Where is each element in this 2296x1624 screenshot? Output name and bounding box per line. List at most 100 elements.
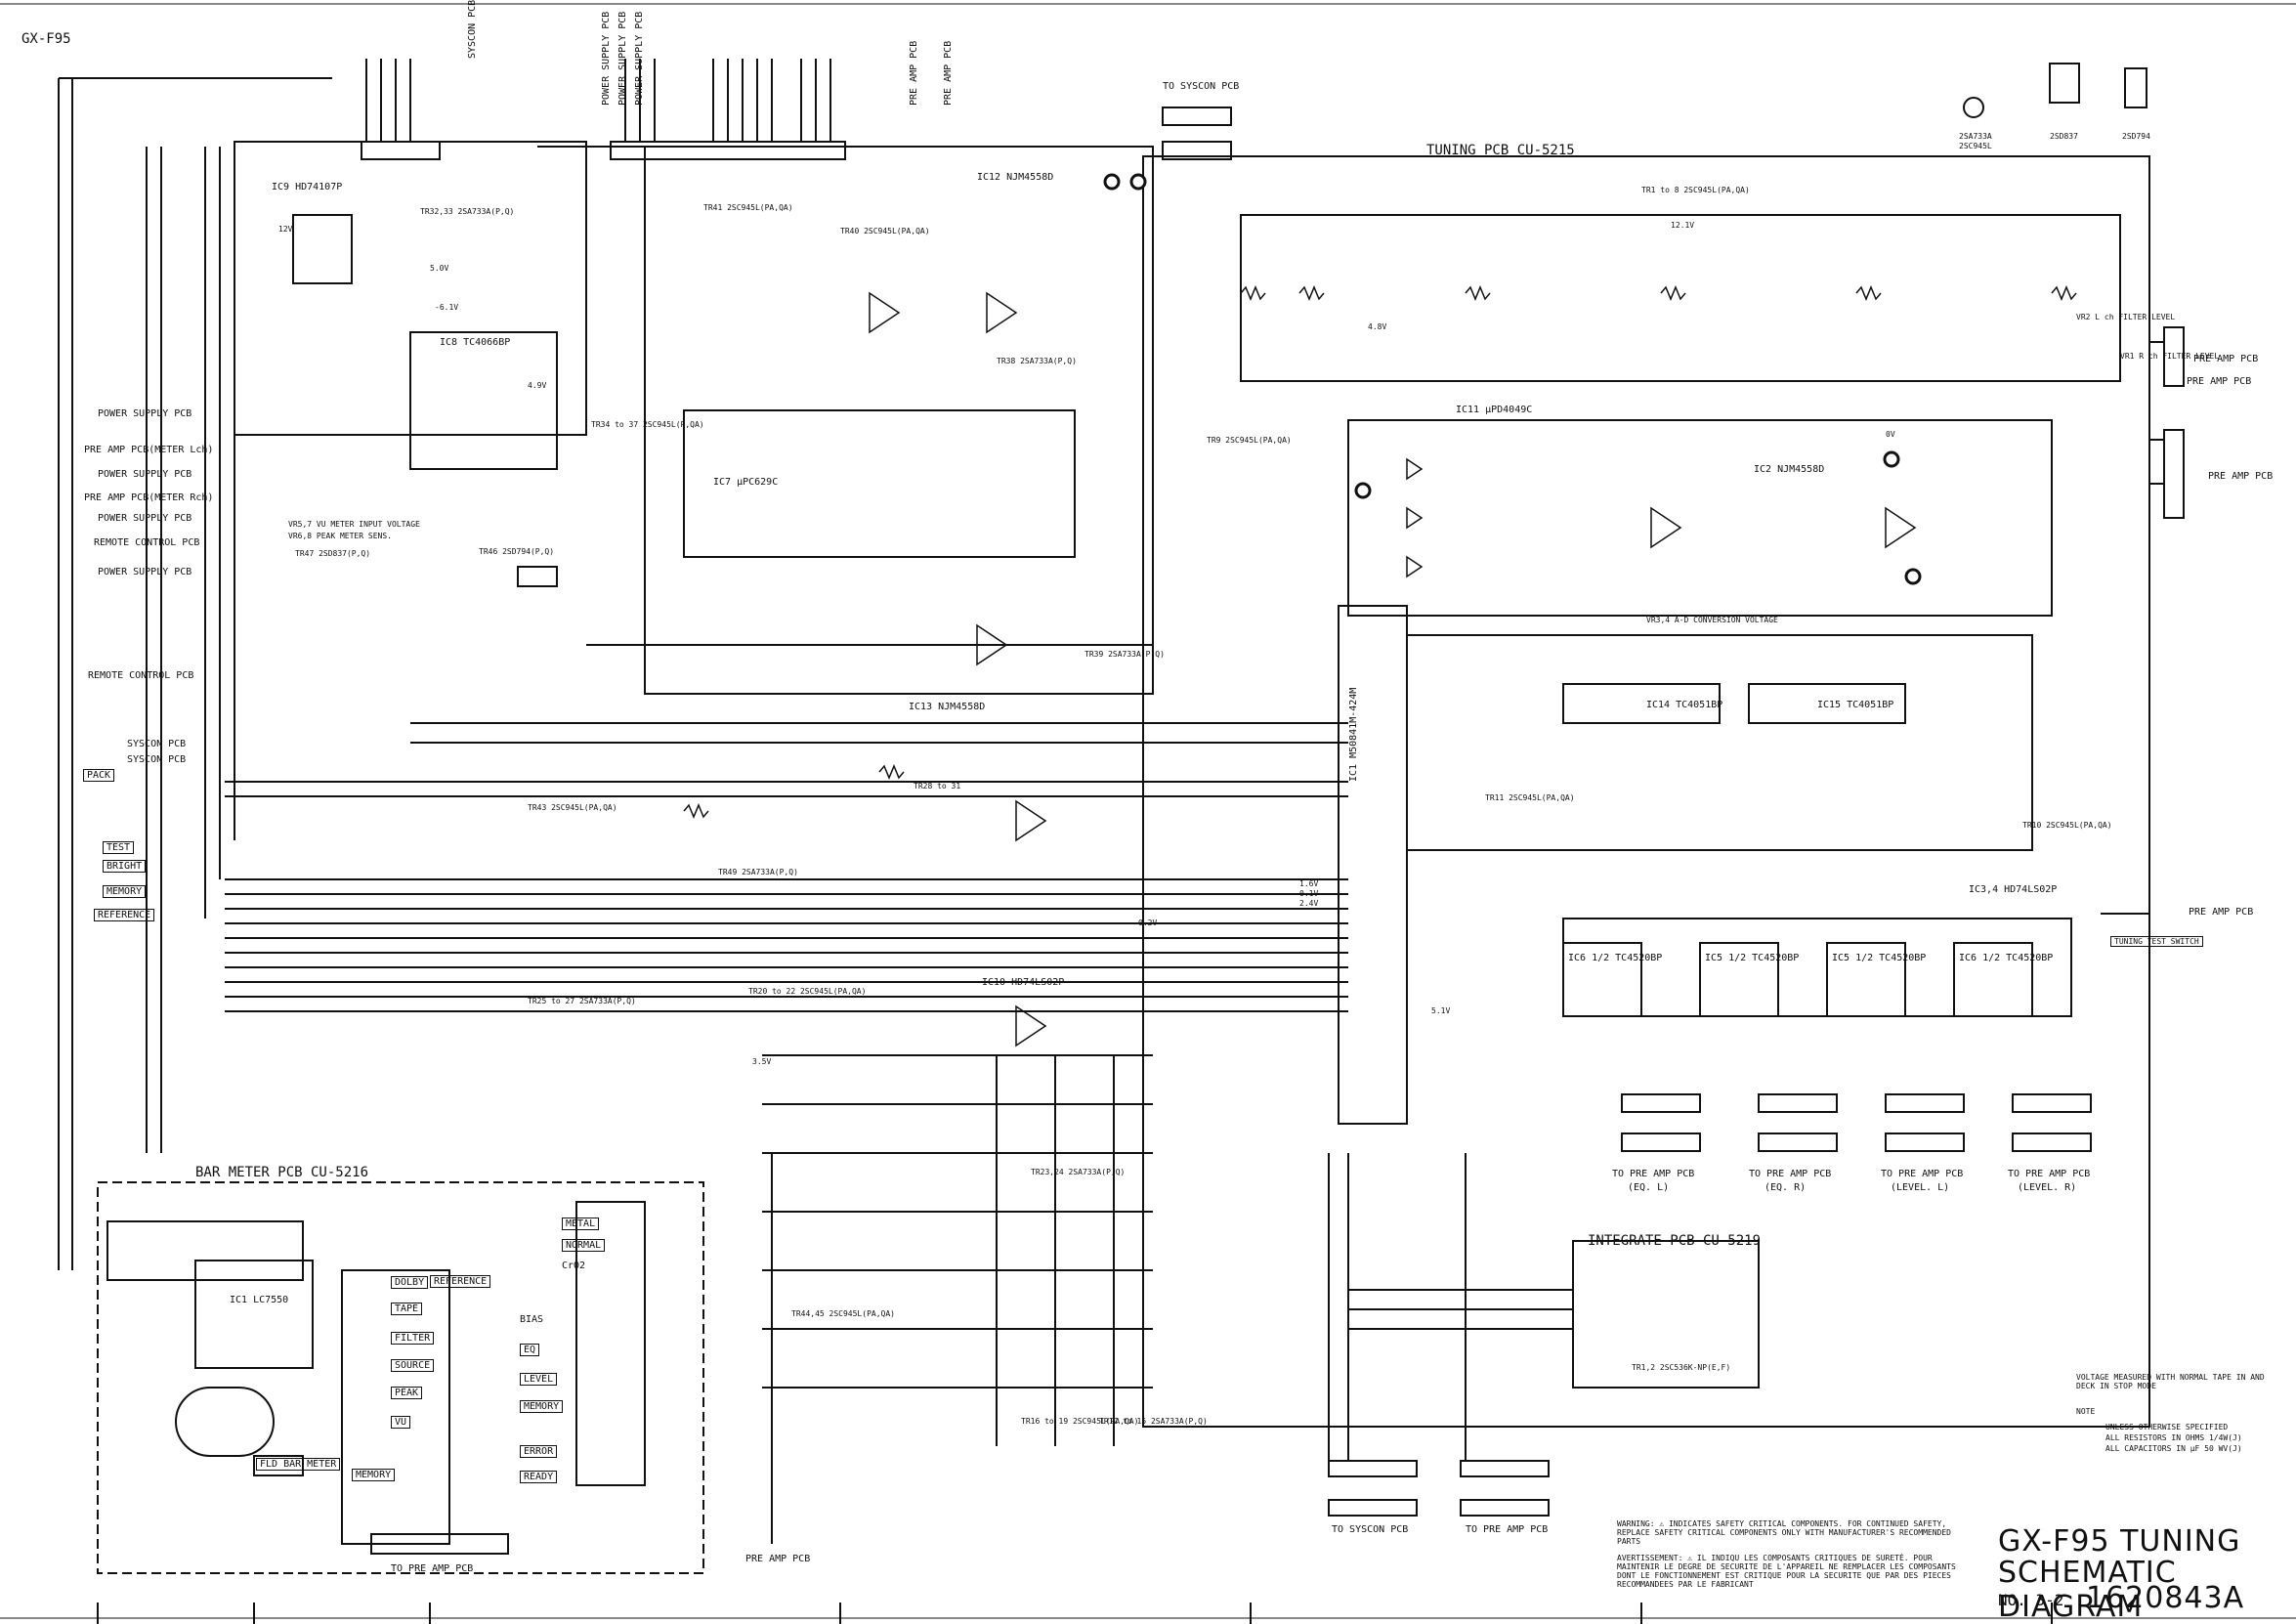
top-label: TO SYSCON PCB xyxy=(1163,81,1240,92)
voltage-label: 5.1V xyxy=(1431,1006,1451,1015)
voltage-label: 4.9V xyxy=(528,381,547,390)
package-label: 2SA733A xyxy=(1959,132,1992,141)
note-title: NOTE xyxy=(2076,1407,2096,1416)
top-label: POWER SUPPLY PCB xyxy=(634,11,645,106)
bottom-label: TO PRE AMP PCB xyxy=(391,1563,474,1574)
transistor-label: TR25 to 27 2SA733A(P,Q) xyxy=(528,997,636,1005)
indicator-label: SOURCE xyxy=(391,1359,435,1372)
top-label: PRE AMP PCB xyxy=(943,40,954,106)
indicator-label: PEAK xyxy=(391,1387,423,1399)
left-connector: REMOTE CONTROL PCB xyxy=(88,670,194,681)
bar-meter-pcb-title: BAR METER PCB CU-5216 xyxy=(195,1165,369,1180)
ic-label: IC3,4 HD74LS02P xyxy=(1969,884,2058,895)
vr-label: VR2 L ch FILTER LEVEL xyxy=(2076,313,2176,321)
top-label: PRE AMP PCB xyxy=(909,40,919,106)
transistor-label: TR10 2SC945L(PA,QA) xyxy=(2022,821,2112,830)
left-connector: SYSCON PCB xyxy=(127,754,187,765)
ic-label: IC11 μPD4049C xyxy=(1456,405,1533,415)
transistor-label: TR32,33 2SA733A(P,Q) xyxy=(420,207,515,216)
note-body: UNLESS OTHERWISE SPECIFIED xyxy=(2105,1423,2229,1432)
transistor-label: TR1 to 8 2SC945L(PA,QA) xyxy=(1641,186,1750,194)
voltage-label: 0.2V xyxy=(1138,919,1158,927)
ic-label: IC7 μPC629C xyxy=(713,477,779,488)
ic-label: IC2 NJM4558D xyxy=(1754,464,1825,475)
indicator-label: FLD BAR METER xyxy=(256,1458,341,1471)
integrate-pcb-title: INTEGRATE PCB CU-5219 xyxy=(1588,1233,1762,1249)
ic-label: IC14 TC4051BP xyxy=(1646,700,1723,710)
voltage-label: 0.1V xyxy=(1299,889,1319,898)
title-line1: GX-F95 TUNING xyxy=(1998,1524,2241,1559)
ic-label: IC5 1/2 TC4520BP xyxy=(1832,953,1927,963)
right-label: PRE AMP PCB xyxy=(2208,471,2274,482)
switch-label: PACK xyxy=(83,769,115,782)
transistor-label: TR20 to 22 2SC945L(PA,QA) xyxy=(748,987,867,996)
left-connector: PRE AMP PCB(METER Rch) xyxy=(84,492,214,503)
left-connector: REMOTE CONTROL PCB xyxy=(94,537,200,548)
ic-label: IC1 M50841M-424M xyxy=(1348,687,1359,782)
bottom-label: PRE AMP PCB xyxy=(745,1554,811,1564)
indicator-label: READY xyxy=(520,1471,558,1483)
ic-label: IC6 1/2 TC4520BP xyxy=(1568,953,1663,963)
vr-label: VR6,8 PEAK METER SENS. xyxy=(288,532,392,540)
indicator-label: NORMAL xyxy=(562,1239,606,1252)
vr-label: VR3,4 A-D CONVERSION VOLTAGE xyxy=(1646,616,1778,624)
ic-label: IC12 NJM4558D xyxy=(977,172,1054,183)
transistor-label: TR23,24 2SA733A(P,Q) xyxy=(1031,1168,1126,1176)
transistor-label: TR39 2SA733A(P,Q) xyxy=(1084,650,1165,659)
switch-label: TEST xyxy=(103,841,135,854)
voltage-label: 2.4V xyxy=(1299,899,1319,908)
transistor-label: TR44,45 2SC945L(PA,QA) xyxy=(791,1309,895,1318)
ic-label: IC8 TC4066BP xyxy=(440,337,511,348)
transistor-label: TR38 2SA733A(P,Q) xyxy=(997,357,1077,365)
ic-label: IC15 TC4051BP xyxy=(1817,700,1894,710)
bottom-label: TO PRE AMP PCB xyxy=(1612,1169,1695,1179)
left-connector: POWER SUPPLY PCB xyxy=(98,513,192,524)
transistor-label: TR47 2SD837(P,Q) xyxy=(295,549,371,558)
title-line2: SCHEMATIC DIAGRAM xyxy=(1998,1556,2177,1624)
indicator-label: TAPE xyxy=(391,1303,423,1315)
top-label: SYSCON PCB xyxy=(467,0,478,59)
left-connector: POWER SUPPLY PCB xyxy=(98,567,192,577)
bottom-label: TO PRE AMP PCB xyxy=(1749,1169,1832,1179)
package-label: 2SD837 xyxy=(2050,132,2078,141)
transistor-label: TR9 2SC945L(PA,QA) xyxy=(1207,436,1292,445)
vr-label: VR1 R ch FILTER LEVEL xyxy=(2120,352,2220,361)
voltage-label: -6.1V xyxy=(435,303,459,312)
indicator-label: MEMORY xyxy=(520,1400,564,1413)
transistor-label: TR28 to 31 xyxy=(914,782,961,791)
note-body: ALL RESISTORS IN OHMS 1/4W(J) xyxy=(2105,1433,2242,1442)
transistor-label: TR40 2SC945L(PA,QA) xyxy=(840,227,930,235)
voltage-label: 5.0V xyxy=(430,264,449,273)
voltage-label: 1.6V xyxy=(1299,879,1319,888)
warning-note: WARNING: ⚠ INDICATES SAFETY CRITICAL COM… xyxy=(1617,1519,1951,1546)
bottom-label: TO PRE AMP PCB xyxy=(2008,1169,2091,1179)
indicator-label: FILTER xyxy=(391,1332,435,1345)
avertissement-note: AVERTISSEMENT: ⚠ IL INDIQU LES COMPOSANT… xyxy=(1617,1554,1956,1589)
indicator-label: ERROR xyxy=(520,1445,558,1458)
ic-label: IC13 NJM4558D xyxy=(909,702,986,712)
transistor-label: TR46 2SD794(P,Q) xyxy=(479,547,555,556)
vr-label: VR5,7 VU METER INPUT VOLTAGE xyxy=(288,520,420,529)
ic-label: IC6 1/2 TC4520BP xyxy=(1959,953,2054,963)
voltage-label: 4.8V xyxy=(1368,322,1387,331)
package-label: 2SC945L xyxy=(1959,142,1992,150)
title-number-prefix: NO. 3-2 xyxy=(1998,1591,2064,1609)
voltage-note: VOLTAGE MEASURED WITH NORMAL TAPE IN AND… xyxy=(2076,1373,2265,1390)
note-body: ALL CAPACITORS IN μF 50 WV(J) xyxy=(2105,1444,2242,1453)
indicator-label: VU xyxy=(391,1416,411,1429)
bottom-sublabel: (EQ. L) xyxy=(1628,1182,1670,1193)
transistor-label: TR12 to 15 2SA733A(P,Q) xyxy=(1099,1417,1208,1426)
indicator-label: METAL xyxy=(562,1218,600,1230)
switch-label: REFERENCE xyxy=(94,909,155,921)
indicator-label: EQ xyxy=(520,1344,540,1356)
transistor-label: TR16 to 19 2SC945L(PA,QA) xyxy=(1021,1417,1139,1426)
voltage-label: 3.5V xyxy=(752,1057,772,1066)
title-number: 1620843A xyxy=(2086,1581,2245,1615)
indicator-label: CrO2 xyxy=(562,1261,586,1271)
tuning-pcb-title: TUNING PCB CU-5215 xyxy=(1426,143,1575,158)
bottom-sublabel: (LEVEL. R) xyxy=(2018,1182,2077,1193)
ic-label: IC5 1/2 TC4520BP xyxy=(1705,953,1800,963)
transistor-label: TR1,2 2SC536K-NP(E,F) xyxy=(1632,1363,1731,1372)
bottom-label: TO PRE AMP PCB xyxy=(1881,1169,1964,1179)
transistor-label: TR43 2SC945L(PA,QA) xyxy=(528,803,617,812)
